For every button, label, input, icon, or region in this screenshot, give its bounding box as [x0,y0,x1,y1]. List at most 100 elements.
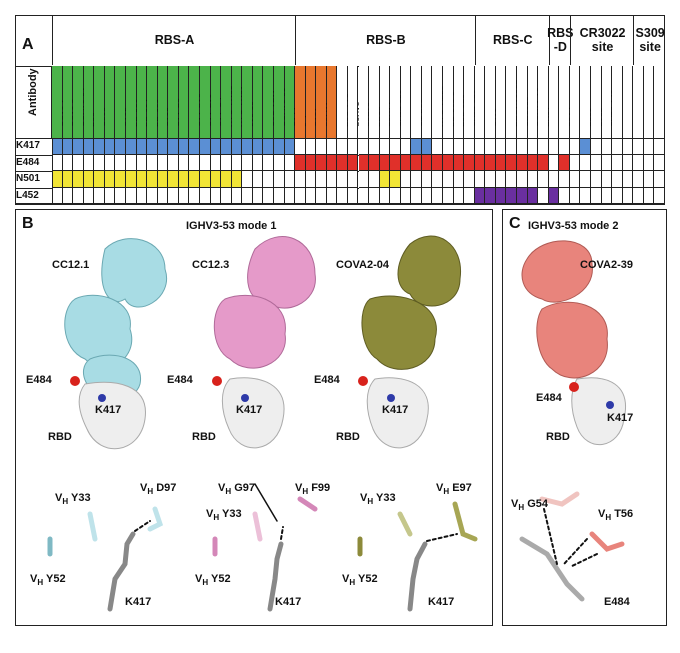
mutation-cell [326,187,338,204]
mutation-cell [548,187,560,204]
group-header: CR3022 site [569,15,634,65]
antibody-column-header: S2A4 [559,66,577,138]
mutation-cell [231,171,243,188]
rbd-shape-3 [366,377,429,449]
antibody-column-header: BD-604 [136,66,154,138]
mutation-cell [601,138,613,155]
mutation-cell [337,171,348,188]
antibody-column-header: CV07-250 [390,66,408,138]
antibody-column-header: C002 [421,66,440,138]
mutation-cell [263,138,274,155]
mutation-cell [538,154,549,171]
mutation-cell [580,187,591,204]
mutation-cell [527,154,539,171]
mutation-cell [94,138,105,155]
mutation-cell [73,171,84,188]
antibody-column-header: S2M11 [316,66,334,138]
residue-label: VH G97 [218,482,255,497]
mutation-cell [221,154,232,171]
mutation-cell [231,154,243,171]
fab-domain-c2 [536,301,608,379]
rbd-label-2: RBD [192,431,216,443]
mutation-cell [411,154,422,171]
mutation-cell [358,154,370,171]
antibody-column-header: P2C-1A3 [337,66,355,138]
antibody-column-header: EY6A [538,66,556,138]
antibody-column-header: 2-4 [295,66,313,138]
mutation-cell [569,138,581,155]
mutation-cell [643,171,655,188]
residue-label: VH G54 [511,498,548,513]
antibody-column-header: C110 [495,66,514,138]
mutation-cell [231,187,243,204]
mutation-cell [421,187,433,204]
antibody-column-header: 222 [252,66,271,138]
mutation-cell [273,171,285,188]
mutation-cell [569,154,581,171]
mutation-cell [369,187,380,204]
mutation-cell [199,171,211,188]
e484-atom-3 [358,376,368,386]
mutation-cell [411,187,422,204]
antibody-column-header: S304 [548,66,567,138]
mutation-cell [168,138,179,155]
antibody-column-header [643,66,655,138]
mutation-cell [474,154,486,171]
mutation-cell [580,154,591,171]
mutation-cell [464,187,475,204]
label-column-divider [52,138,53,204]
antibody-column-header: B38 [83,66,101,138]
mutation-cell [474,187,486,204]
mutation-cell [125,138,137,155]
panel-b-letter: B [22,215,34,232]
e484-label-c: E484 [536,392,562,404]
group-header: RBS-C [474,15,550,65]
antibody-column-header: S2H14 [379,66,397,138]
mutation-cell [495,138,507,155]
mutation-cell [527,138,539,155]
fab-domain-4 [247,236,316,309]
mutation-cell [369,138,380,155]
mutation-cell [52,154,63,171]
mutation-cell [643,138,655,155]
mutation-cell [263,171,274,188]
mutation-cell [104,154,116,171]
antibody-column-header: CV38-142 [601,66,619,138]
mutation-cell [178,138,190,155]
mutation-cell [591,154,602,171]
antibody-column-header: P2B-2F6 [453,66,471,138]
mutation-cell [347,187,359,204]
antibody-column-header: C1A-B12 [189,66,207,138]
mutation-cell [464,171,475,188]
mutation-cell [379,187,391,204]
antibody-column-header: C104 [474,66,493,138]
fab-domain-1 [101,238,168,308]
antibody-column-header: BD-236 [125,66,144,138]
mutation-cell [305,171,317,188]
mutation-cell [178,154,190,171]
mutation-cell [252,138,264,155]
mutation-cell [210,171,222,188]
mutation-cell [432,154,444,171]
antibody-column-header: COVA2-04 [73,66,91,138]
mutation-cell [506,154,518,171]
mutation-cell [242,138,253,155]
mutation-cell [326,171,338,188]
group-header: RBS -D [547,15,574,65]
antibody-column-header: S2H13 [347,66,366,138]
mutation-cell [390,154,401,171]
mutation-cell [168,187,179,204]
mutation-cell [622,171,634,188]
detail-sticks-2 [212,483,318,612]
mutation-cell [580,171,591,188]
mutation-cell [390,187,401,204]
residue-label: VH T56 [598,508,634,523]
mutation-cell [73,154,84,171]
mutation-cell [136,154,148,171]
antibody-column-header: CV07-270 [464,66,482,138]
mutation-cell [284,187,296,204]
mutation-cell [643,187,655,204]
mutation-cell [358,138,370,155]
mutation-cell [263,187,274,204]
mutation-cell [157,138,169,155]
